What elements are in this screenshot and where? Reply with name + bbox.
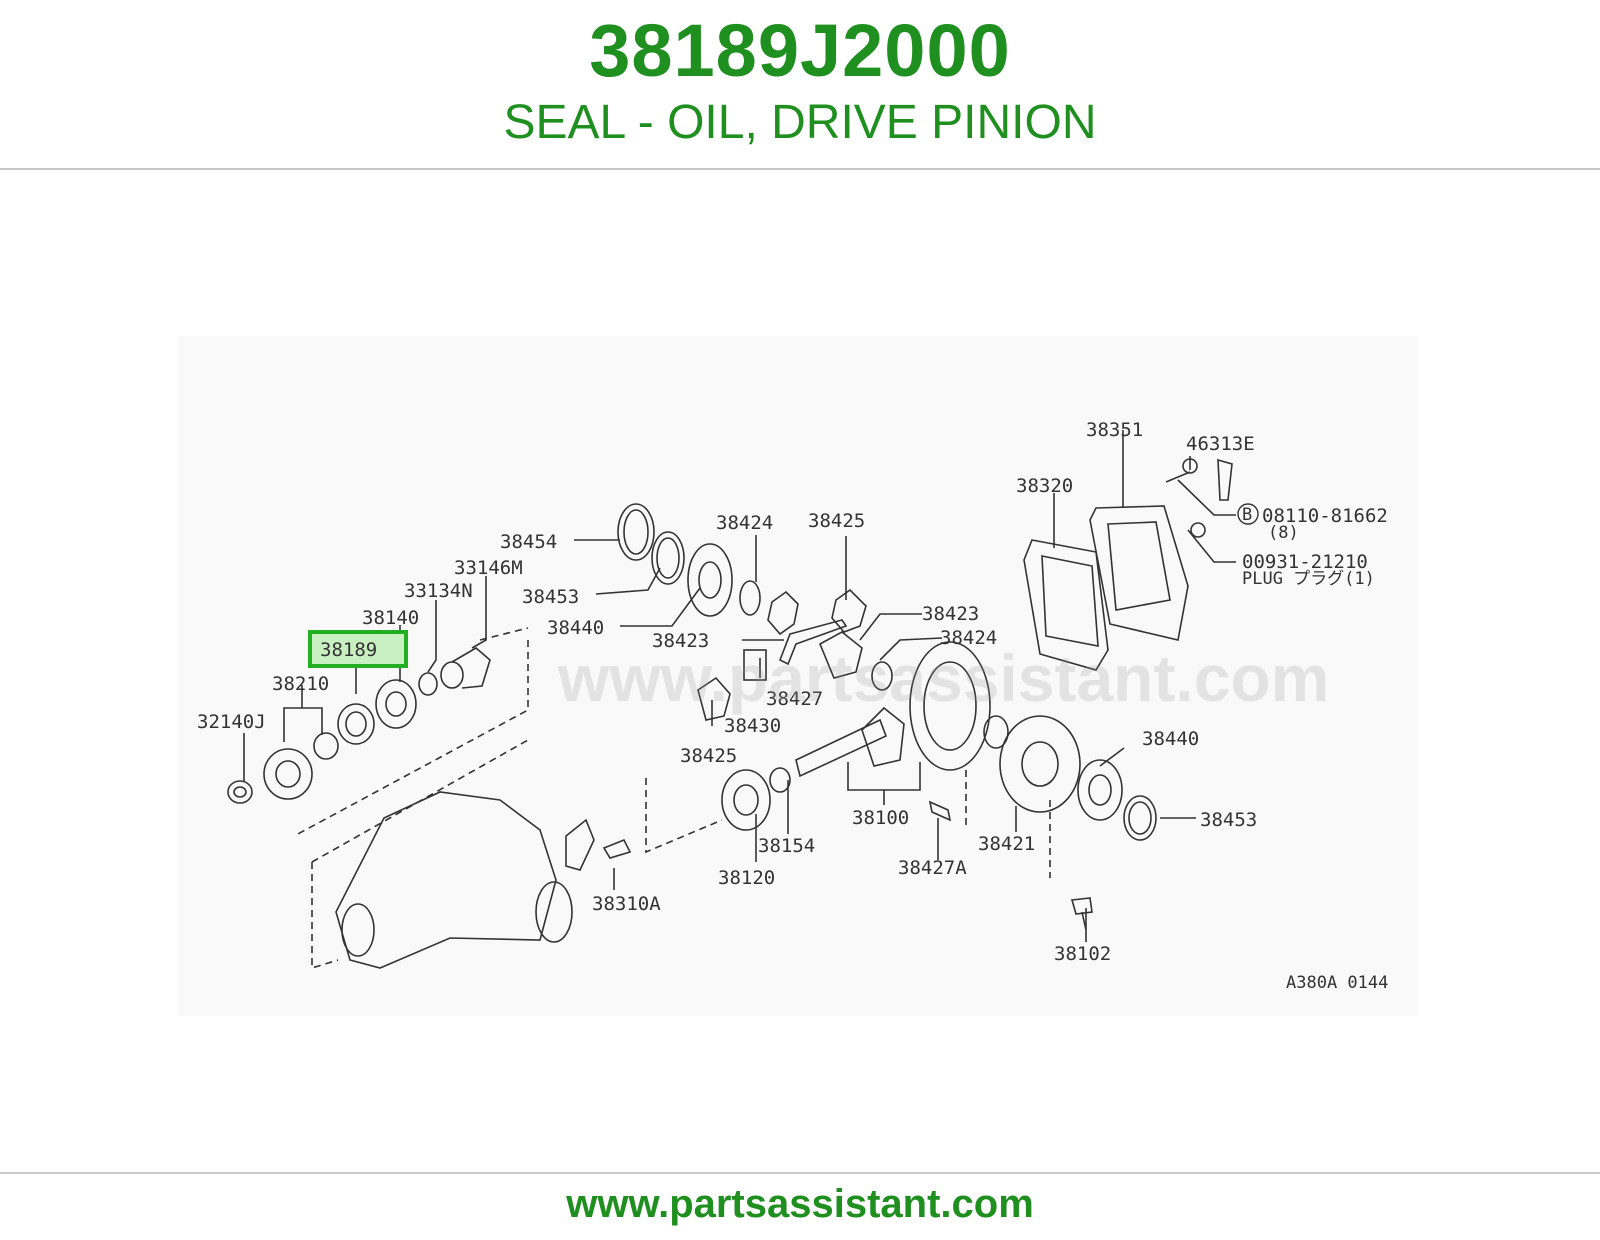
label-38189[interactable]: 38189 bbox=[320, 639, 377, 661]
watermark-text: www.partsassistant.com bbox=[558, 641, 1330, 715]
label-38351: 38351 bbox=[1086, 419, 1143, 441]
label-38140: 38140 bbox=[362, 607, 419, 629]
page-header: 38189J2000 SEAL - OIL, DRIVE PINION bbox=[0, 0, 1600, 168]
label-38320: 38320 bbox=[1016, 475, 1073, 497]
label-33134N: 33134N bbox=[404, 580, 473, 602]
label-38425-top: 38425 bbox=[808, 510, 865, 532]
label-38423-left: 38423 bbox=[652, 630, 709, 652]
footer-url-link[interactable]: www.partsassistant.com bbox=[566, 1182, 1034, 1226]
bolt-symbol-b: B bbox=[1242, 505, 1252, 525]
label-38100: 38100 bbox=[852, 807, 909, 829]
label-plug: PLUG プラグ(1) bbox=[1242, 569, 1375, 589]
label-38440-right: 38440 bbox=[1142, 728, 1199, 750]
label-38430: 38430 bbox=[724, 715, 781, 737]
label-38310A: 38310A bbox=[592, 893, 661, 915]
label-33146M: 33146M bbox=[454, 557, 523, 579]
label-38454: 38454 bbox=[500, 531, 557, 553]
label-38154: 38154 bbox=[758, 835, 815, 857]
label-38210: 38210 bbox=[272, 673, 329, 695]
diagram-panel bbox=[178, 336, 1418, 1016]
label-38423-right: 38423 bbox=[922, 603, 979, 625]
label-46313E: 46313E bbox=[1186, 433, 1255, 455]
label-38424-top: 38424 bbox=[716, 512, 773, 534]
label-38453-right: 38453 bbox=[1200, 809, 1257, 831]
label-32140J: 32140J bbox=[197, 711, 266, 733]
diagram-reference-code: A380A 0144 bbox=[1286, 973, 1388, 993]
footer-divider bbox=[0, 1172, 1600, 1174]
bolt-symbol-circle bbox=[1237, 503, 1259, 525]
label-qty-8: (8) bbox=[1268, 523, 1299, 543]
label-08110-81662: 08110-81662 bbox=[1262, 505, 1388, 527]
label-38440-top: 38440 bbox=[547, 617, 604, 639]
header-divider bbox=[0, 168, 1600, 170]
label-38421: 38421 bbox=[978, 833, 1035, 855]
part-name-subtitle: SEAL - OIL, DRIVE PINION bbox=[503, 96, 1097, 149]
label-38102: 38102 bbox=[1054, 943, 1111, 965]
label-38120: 38120 bbox=[718, 867, 775, 889]
part-number-title: 38189J2000 bbox=[589, 9, 1011, 92]
label-00931-21210: 00931-21210 bbox=[1242, 551, 1368, 573]
label-38427: 38427 bbox=[766, 688, 823, 710]
label-38424-right: 38424 bbox=[940, 627, 997, 649]
highlighted-part-box[interactable] bbox=[308, 630, 408, 668]
label-38425-bottom: 38425 bbox=[680, 745, 737, 767]
label-38453-top: 38453 bbox=[522, 586, 579, 608]
label-38427A: 38427A bbox=[898, 857, 967, 879]
